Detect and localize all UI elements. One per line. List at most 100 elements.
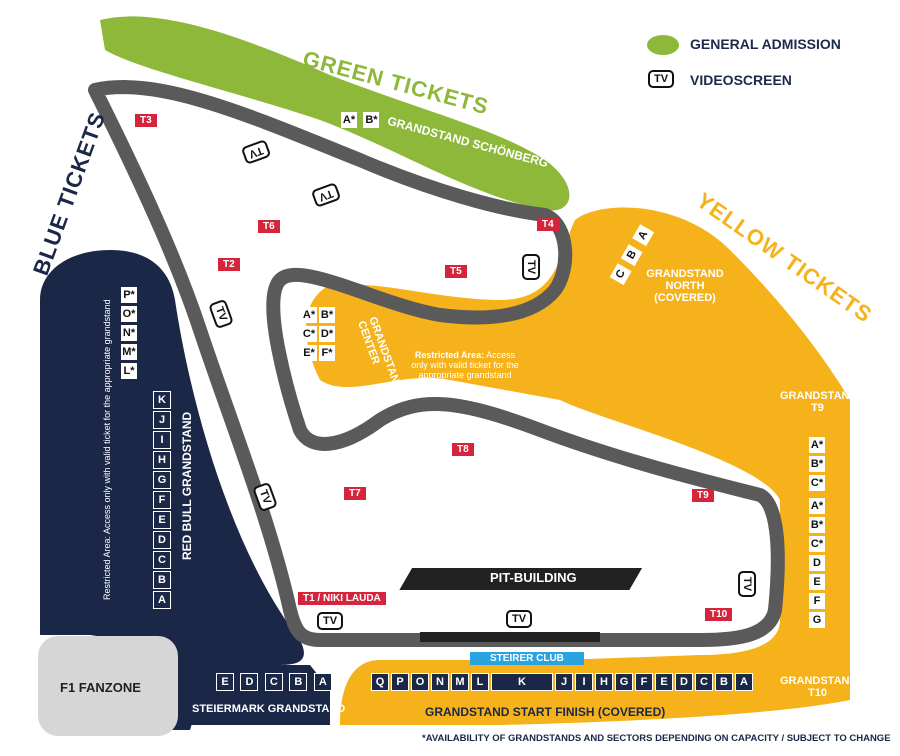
sector-l[interactable]: L — [471, 673, 489, 691]
sector-e[interactable]: E* — [301, 345, 317, 361]
start-line — [420, 632, 600, 642]
sector-a[interactable]: A — [735, 673, 753, 691]
sector-p[interactable]: P* — [121, 287, 137, 303]
start-finish-covered: (COVERED) — [597, 705, 666, 719]
tv-screen-7: TV — [506, 610, 533, 628]
turn-t5[interactable]: T5 — [445, 265, 467, 278]
sector-b[interactable]: B — [289, 673, 308, 691]
sector-h[interactable]: H — [595, 673, 613, 691]
tv-screen-8: TV — [738, 570, 757, 598]
sector-e[interactable]: E — [153, 511, 171, 529]
sector-b[interactable]: B* — [363, 112, 380, 128]
sector-b-2[interactable]: B* — [809, 517, 825, 533]
t10-label: GRANDSTAND T10 — [780, 675, 858, 699]
sector-j[interactable]: J — [555, 673, 573, 691]
tv-screen-3: TV — [522, 253, 541, 281]
sector-d[interactable]: D — [809, 555, 825, 571]
sector-f[interactable]: F — [809, 593, 825, 609]
sector-f[interactable]: F* — [319, 345, 335, 361]
restricted-label: Restricted Area: — [414, 350, 485, 360]
turn-t7[interactable]: T7 — [344, 487, 366, 500]
turn-t2[interactable]: T2 — [218, 258, 240, 271]
sector-b[interactable]: B* — [319, 307, 335, 323]
general-admission-swatch — [647, 35, 679, 55]
sector-m[interactable]: M — [451, 673, 469, 691]
sector-l[interactable]: L* — [121, 363, 137, 379]
turn-t3[interactable]: T3 — [135, 114, 157, 127]
pit-building-label: PIT-BUILDING — [490, 570, 577, 585]
sector-o[interactable]: O — [411, 673, 429, 691]
t9-sectors: A* B* C* A* B* C* D E F G — [808, 435, 830, 629]
sector-c[interactable]: C — [264, 673, 283, 691]
sector-g[interactable]: G — [809, 612, 825, 628]
steiermark-label: STEIERMARK GRANDSTAND — [192, 703, 346, 715]
turn-t1[interactable]: T1 / NIKI LAUDA — [298, 592, 386, 605]
red-bull-restricted: Restricted Area: Access only with valid … — [102, 299, 112, 600]
turn-t8[interactable]: T8 — [452, 443, 474, 456]
yellow-zone — [306, 207, 850, 725]
sector-c[interactable]: C* — [301, 326, 317, 342]
restricted-note: Restricted Area: Access only with valid … — [410, 350, 520, 380]
sector-b[interactable]: B — [715, 673, 733, 691]
sector-j[interactable]: J — [153, 411, 171, 429]
center-sectors: A*B* C*D* E*F* — [300, 305, 350, 362]
steirer-club-label: STEIRER CLUB — [470, 652, 584, 665]
turn-t9[interactable]: T9 — [692, 489, 714, 502]
sector-g[interactable]: G — [153, 471, 171, 489]
sector-i[interactable]: I — [153, 431, 171, 449]
legend-videoscreen: VIDEOSCREEN — [690, 72, 792, 88]
sector-d[interactable]: D — [240, 673, 259, 691]
sector-a[interactable]: A* — [809, 437, 825, 453]
sector-d[interactable]: D — [675, 673, 693, 691]
sector-e[interactable]: E — [216, 673, 234, 691]
schonberg-sectors: A* B* — [340, 110, 380, 129]
sector-k[interactable]: K — [153, 391, 171, 409]
sector-a[interactable]: A — [313, 673, 332, 691]
tv-icon: TV — [648, 70, 675, 88]
sector-o[interactable]: O* — [121, 306, 137, 322]
red-bull-sectors-top: P* O* N* M* L* — [120, 285, 142, 380]
restricted-text: Access only with valid ticket for the ap… — [411, 350, 519, 380]
turn-t4[interactable]: T4 — [537, 218, 559, 231]
fanzone-area — [38, 636, 178, 736]
turn-t6[interactable]: T6 — [258, 220, 280, 233]
sector-c[interactable]: C — [695, 673, 713, 691]
sector-c[interactable]: C* — [809, 475, 825, 491]
sector-f[interactable]: F — [635, 673, 653, 691]
sector-a[interactable]: A — [153, 591, 171, 609]
sector-k[interactable]: K — [491, 673, 553, 691]
north-label: GRANDSTAND NORTH (COVERED) — [646, 268, 724, 304]
sector-d[interactable]: D — [153, 531, 171, 549]
fanzone-label: F1 FANZONE — [60, 680, 141, 695]
legend-general-admission: GENERAL ADMISSION — [690, 36, 841, 52]
sector-e[interactable]: E — [809, 574, 825, 590]
sector-a[interactable]: A* — [301, 307, 317, 323]
red-bull-label: RED BULL GRANDSTAND — [180, 411, 194, 560]
tv-screen-6: TV — [317, 612, 344, 630]
sector-b[interactable]: B — [153, 571, 171, 589]
start-finish-name: GRANDSTAND START FINISH — [425, 705, 595, 719]
t9-label: GRANDSTAND T9 — [780, 390, 858, 414]
sector-f[interactable]: F — [153, 491, 171, 509]
green-zone — [100, 16, 570, 211]
sector-d[interactable]: D* — [319, 326, 335, 342]
sector-p[interactable]: P — [391, 673, 409, 691]
sector-m[interactable]: M* — [121, 344, 137, 360]
sector-i[interactable]: I — [575, 673, 593, 691]
sector-h[interactable]: H — [153, 451, 171, 469]
sector-q[interactable]: Q — [371, 673, 389, 691]
sector-g[interactable]: G — [615, 673, 633, 691]
sector-n[interactable]: N — [431, 673, 449, 691]
red-bull-sectors-bottom: K J I H G F E D C B A — [152, 390, 174, 610]
sector-e[interactable]: E — [655, 673, 673, 691]
sector-b[interactable]: B* — [809, 456, 825, 472]
pit-building-shape — [399, 568, 643, 590]
sector-a-2[interactable]: A* — [809, 498, 825, 514]
sector-c[interactable]: C — [153, 551, 171, 569]
sector-c-2[interactable]: C* — [809, 536, 825, 552]
sector-a[interactable]: A* — [341, 112, 357, 128]
sector-n[interactable]: N* — [121, 325, 137, 341]
turn-t10[interactable]: T10 — [705, 608, 733, 621]
